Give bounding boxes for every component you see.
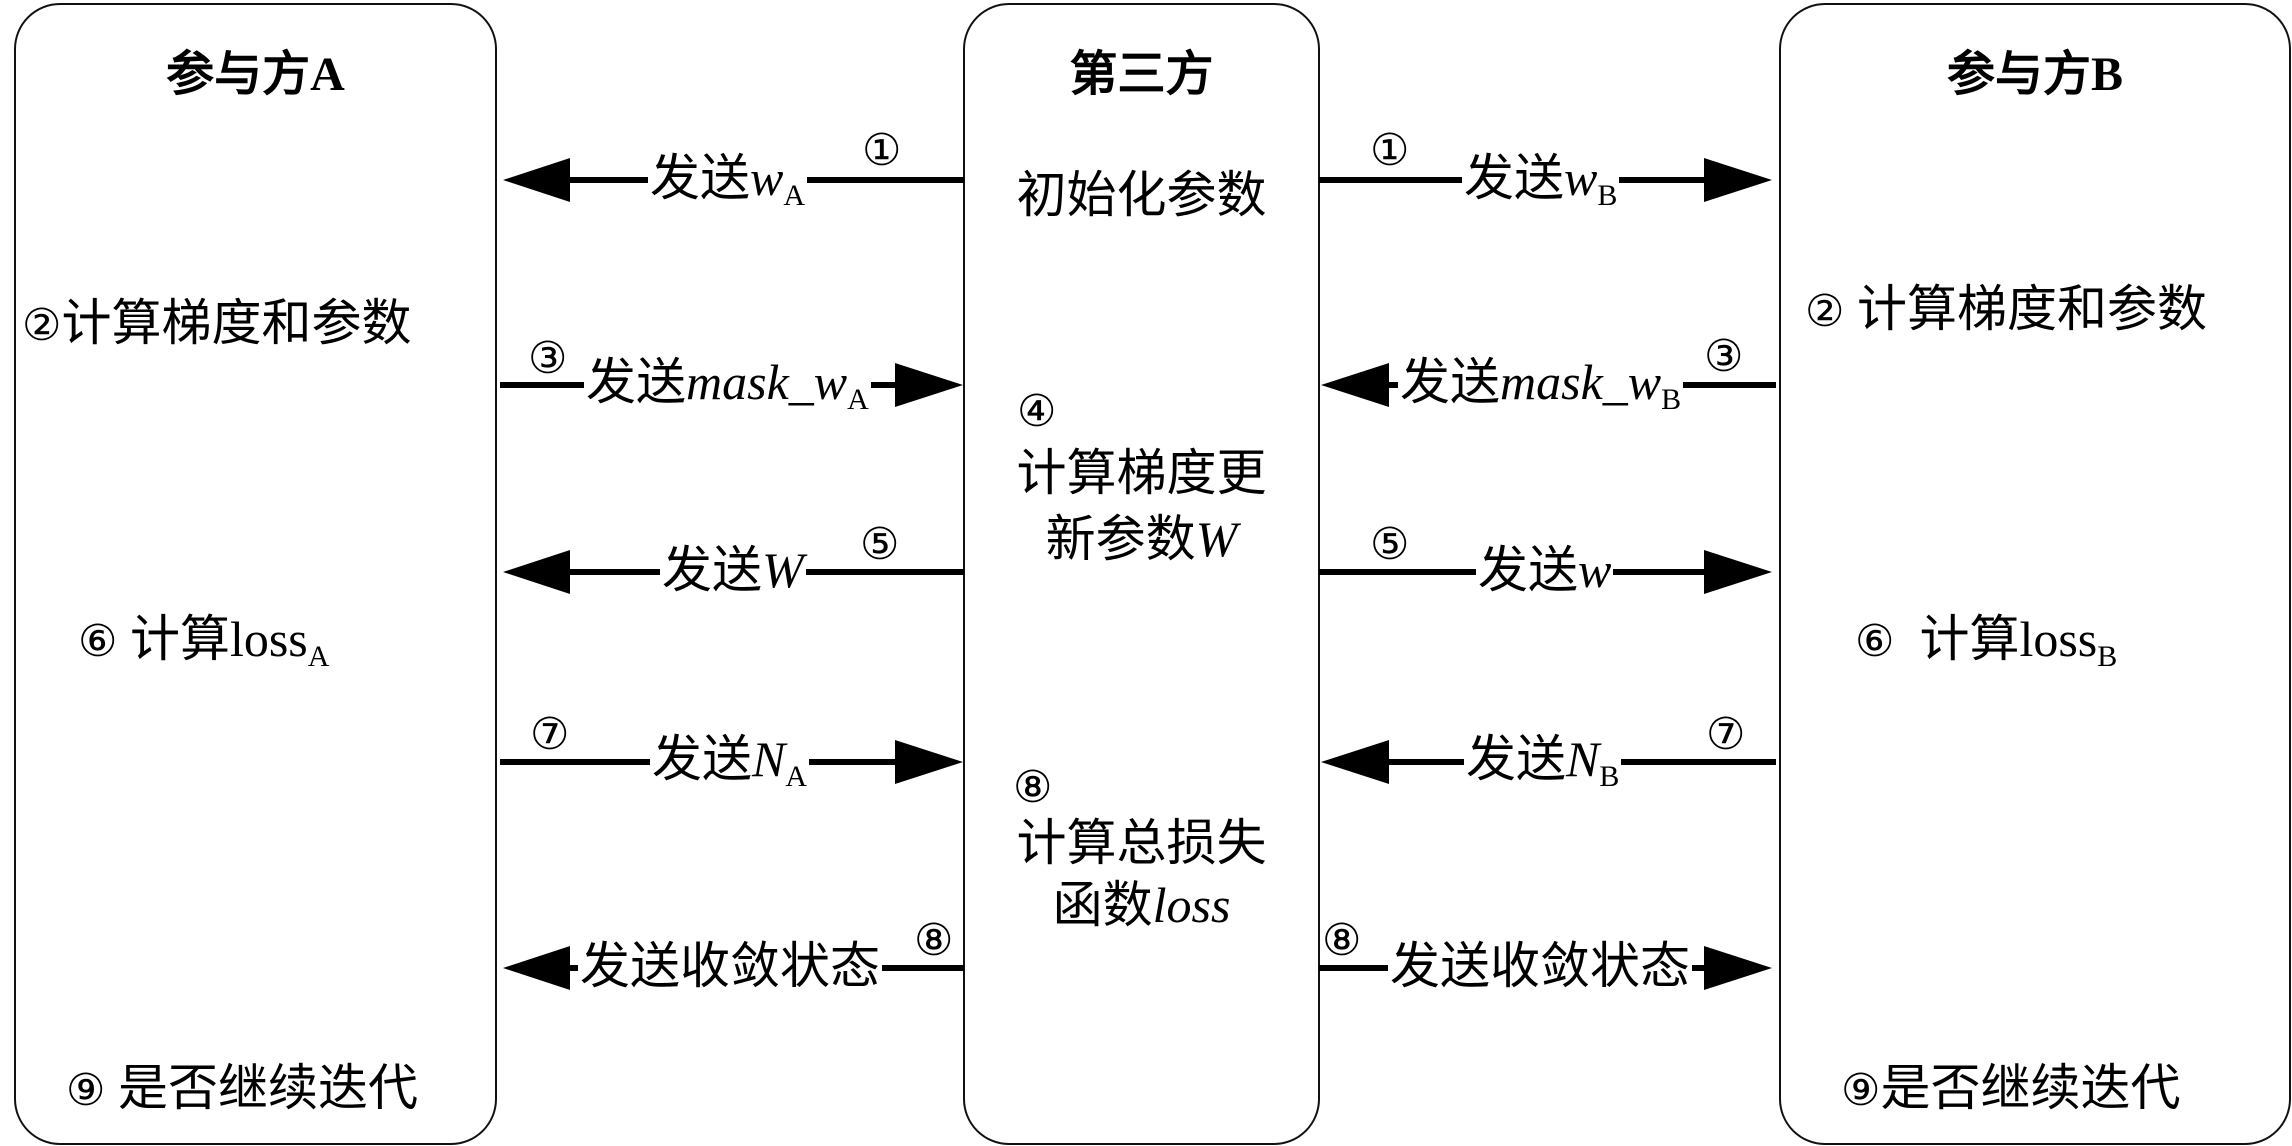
arrow-b7-label: 发送NB	[1464, 731, 1622, 805]
label-prefix: 发送	[652, 731, 752, 787]
label-subscript: A	[783, 179, 806, 212]
step-text: 是否继续迭代	[117, 1060, 418, 1116]
label-prefix: 发送	[650, 150, 750, 206]
arrow-b1-head	[1704, 158, 1772, 202]
party-a-title: 参与方A	[166, 48, 345, 101]
third-party-step4-line1: 计算梯度更	[1016, 445, 1267, 501]
arrow-a1-step-number: ①	[862, 126, 902, 175]
variable-loss: loss	[1152, 877, 1231, 933]
party-b-step6: ⑥ 计算lossB	[1855, 611, 2117, 685]
party-b-box: 参与方B ② 计算梯度和参数 ⑥ 计算lossB ⑨是否继续迭代	[1779, 3, 2291, 1145]
label-variable: N	[1566, 731, 1600, 787]
label-subscript: B	[1597, 179, 1618, 212]
step-text: 计算loss	[1919, 611, 2098, 667]
third-party-step8-number: ⑧	[1013, 757, 1052, 816]
arrow-b5-label: 发送w	[1476, 542, 1614, 598]
step-text: 计算梯度和参数	[1856, 281, 2207, 337]
arrow-b1-step-number: ①	[1370, 126, 1410, 175]
step-text: 新参数	[1045, 511, 1196, 567]
arrow-b7-step-number: ⑦	[1706, 710, 1746, 759]
arrow-b5-step-number: ⑤	[1370, 520, 1410, 569]
arrow-a5-step-number: ⑤	[860, 520, 900, 569]
arrow-a1-head	[503, 158, 570, 202]
party-a-step6: ⑥ 计算lossA	[78, 611, 329, 685]
label-variable: N	[752, 731, 786, 787]
label-variable: mask_w	[1500, 354, 1662, 410]
arrow-a3-label: 发送mask_wA	[584, 354, 871, 428]
label-subscript: A	[847, 383, 869, 416]
arrow-b1-label: 发送wB	[1462, 150, 1620, 224]
third-party-step8-line2: 函数loss	[965, 877, 1318, 933]
variable-W: W	[1195, 511, 1238, 567]
step-number: ②	[22, 301, 62, 350]
arrow-b3-head	[1321, 363, 1389, 407]
label-variable: w	[750, 150, 784, 206]
label-subscript: B	[1661, 383, 1682, 416]
third-party-title: 第三方	[1069, 48, 1214, 101]
arrow-b7-head	[1321, 740, 1389, 784]
arrow-a5-head	[503, 550, 570, 594]
label-subscript: A	[785, 760, 808, 793]
label-subscript: B	[1599, 760, 1620, 793]
step-number: ④	[1017, 387, 1057, 436]
party-a-step2: ②计算梯度和参数	[22, 295, 411, 354]
arrow-b8-head	[1704, 946, 1772, 990]
third-party-step8-line1: 计算总损失	[1016, 815, 1267, 871]
arrow-b8-step-number: ⑧	[1322, 916, 1362, 965]
party-b-title: 参与方B	[1946, 48, 2124, 101]
step-number: ⑧	[1013, 763, 1053, 812]
step-subscript: A	[307, 640, 330, 673]
step-subscript: B	[2097, 640, 2118, 673]
arrow-a8-head	[503, 946, 570, 990]
step-number: ⑨	[1841, 1066, 1881, 1115]
arrow-b5-head	[1704, 550, 1772, 594]
arrow-a8-label: 发送收敛状态	[578, 938, 882, 994]
arrow-a5-label: 发送W	[660, 542, 806, 598]
third-party-step4-number: ④	[1017, 381, 1056, 440]
step-text: 计算loss	[129, 611, 308, 667]
step-number: ⑨	[66, 1066, 106, 1115]
label-prefix: 发送	[1466, 731, 1566, 787]
party-b-step9: ⑨是否继续迭代	[1841, 1060, 2180, 1119]
step-number: ⑥	[1855, 617, 1895, 666]
arrow-b8-label: 发送收敛状态	[1388, 938, 1692, 994]
label-variable: w	[1564, 150, 1598, 206]
label-prefix: 发送	[1464, 150, 1564, 206]
step-text: 函数	[1052, 877, 1153, 933]
arrow-a7-label: 发送NA	[650, 731, 810, 805]
third-party-init: 初始化参数	[1016, 167, 1267, 223]
third-party-step4-line2: 新参数W	[965, 511, 1318, 567]
arrow-a3-step-number: ③	[528, 334, 568, 383]
party-a-step9: ⑨ 是否继续迭代	[66, 1060, 418, 1119]
label-prefix: 发送	[1400, 354, 1500, 410]
label-variable: W	[762, 542, 804, 598]
step-number: ②	[1805, 287, 1845, 336]
arrow-b3-step-number: ③	[1704, 332, 1744, 381]
party-b-step2: ② 计算梯度和参数	[1805, 281, 2207, 340]
label-variable: mask_w	[686, 354, 848, 410]
party-a-box: 参与方A ②计算梯度和参数 ⑥ 计算lossA ⑨ 是否继续迭代	[14, 3, 497, 1145]
arrow-a8-step-number: ⑧	[914, 916, 954, 965]
step-text: 计算梯度和参数	[61, 295, 412, 351]
arrow-a7-head	[895, 740, 963, 784]
label-prefix: 发送	[662, 542, 762, 598]
label-prefix: 发送	[1478, 542, 1578, 598]
label-variable: w	[1578, 542, 1612, 598]
arrow-a7-step-number: ⑦	[530, 710, 570, 759]
step-number: ⑥	[78, 617, 118, 666]
step-text: 是否继续迭代	[1880, 1060, 2181, 1116]
arrow-a1-label: 发送wA	[648, 150, 808, 224]
label-prefix: 发送	[586, 354, 686, 410]
arrow-b3-label: 发送mask_wB	[1398, 354, 1684, 428]
arrow-a3-head	[895, 363, 963, 407]
